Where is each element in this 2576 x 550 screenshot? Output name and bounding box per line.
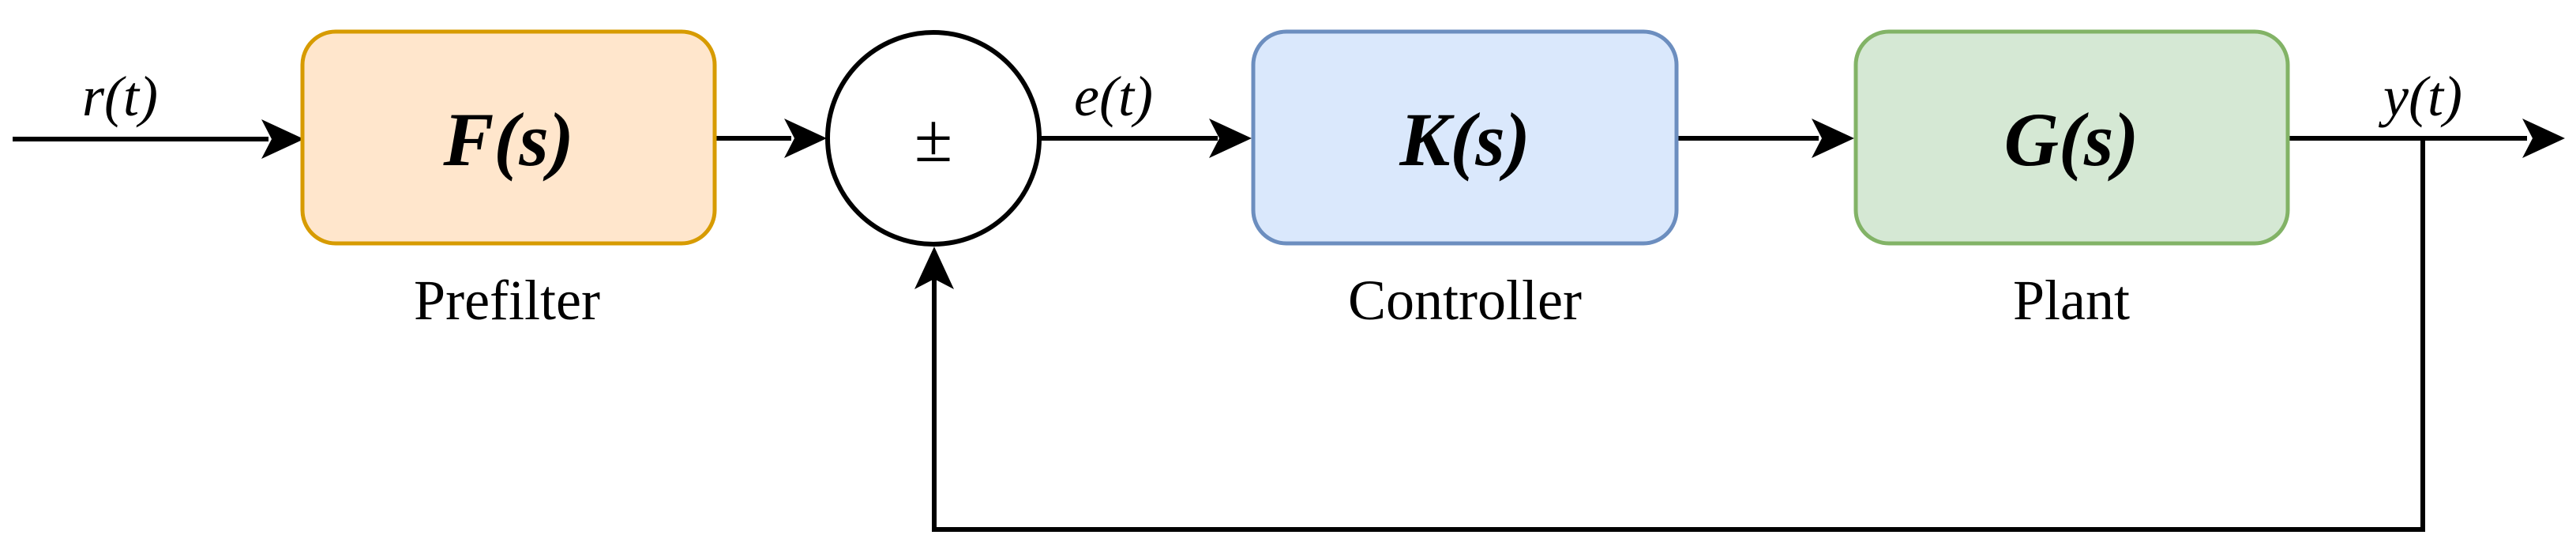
summing-junction-symbol: ± <box>914 100 952 177</box>
output-arrowhead <box>2522 119 2565 158</box>
controller-label: K(s) <box>1399 97 1530 182</box>
wires <box>13 136 2527 532</box>
arrowheads <box>261 119 2565 289</box>
prefilter-label: F(s) <box>442 97 573 182</box>
prefilter-to-sum-arrowhead <box>784 119 827 158</box>
input-signal-label: r(t) <box>82 65 158 128</box>
summing-junction <box>825 30 1042 247</box>
plant-caption: Plant <box>2013 269 2130 332</box>
output-signal-label: y(t) <box>2378 65 2462 128</box>
controller-to-plant-arrowhead <box>1812 119 1854 158</box>
controller-caption: Controller <box>1348 269 1582 332</box>
controller-block <box>1251 29 1679 246</box>
feedback-arrowhead <box>914 247 954 289</box>
prefilter-block <box>300 29 717 246</box>
plant-label: G(s) <box>2004 97 2139 182</box>
error-signal-label: e(t) <box>1074 65 1153 128</box>
plant-block <box>1853 29 2290 246</box>
feedback-wire <box>932 138 2425 532</box>
prefilter-caption: Prefilter <box>414 269 600 332</box>
sum-to-controller-arrowhead <box>1209 119 1252 158</box>
input-arrowhead <box>261 119 304 159</box>
